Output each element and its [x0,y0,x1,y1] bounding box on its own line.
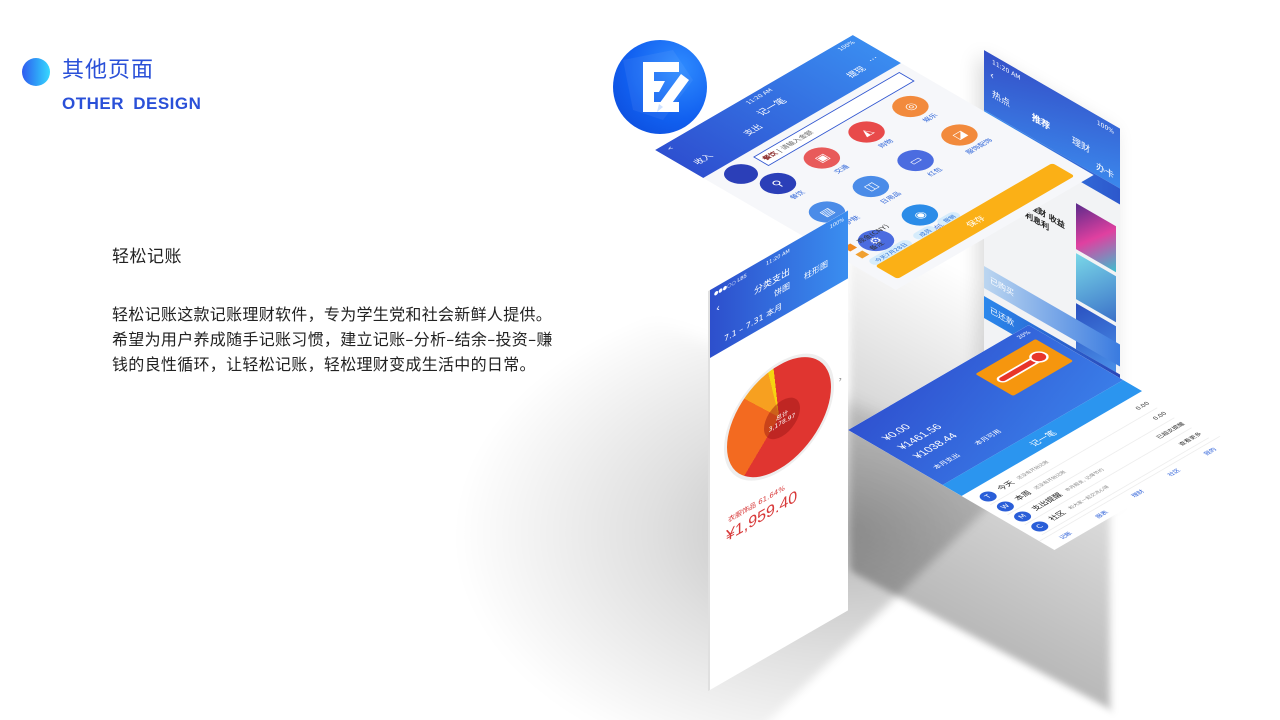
tab-recommend[interactable]: 推荐 [1032,112,1051,134]
battery-label: 100% [829,216,844,231]
thermometer-icon [975,339,1074,396]
tab-community[interactable]: 社区 [1166,468,1183,478]
app-description: 轻松记账这款记账理财软件，专为学生党和社会新鲜人提供。希望为用户养成随手记账习惯… [112,305,553,374]
community-icon: C [1027,519,1052,534]
date-range[interactable]: 7.1 – 7.31 本月 [724,301,783,344]
battery-label: 100% [1096,119,1114,137]
pencil-e-logo-icon [613,40,707,134]
bullet-dot-icon [22,58,50,86]
tab-finance[interactable]: 理财 [1130,489,1147,499]
tab-profile[interactable]: 我的 [1202,447,1219,457]
section-title-cn: 其他页面 [62,58,155,83]
back-icon[interactable]: ‹ [990,69,994,83]
app-name: 轻松记账 [112,247,182,267]
tab-bookkeeping[interactable]: 记账 [1057,531,1075,541]
status-time: 11:20 AM [992,58,1021,83]
pie-center: 总计 3,178.97 [764,390,800,447]
tab-expense[interactable]: 支出 [741,123,766,138]
back-icon[interactable]: < [665,145,676,152]
tab-reports[interactable]: 报表 [1093,510,1111,520]
withdraw-button[interactable]: 提现 [845,65,870,80]
more-icon[interactable]: ··· [866,55,883,65]
chevron-right-icon[interactable]: › [838,373,842,385]
tab-hot[interactable]: 热点 [992,89,1011,111]
battery-label: 100% [836,40,858,53]
back-icon[interactable]: ‹ [716,302,720,316]
pie-chart[interactable]: 总计 3,178.97 [724,330,834,504]
category-expense-screen: ●●●○○ LBS 11:20 AM 100% ‹ 分类支出 饼图 柱形图 7.… [710,210,848,690]
record-tabs: 收入 支出 [689,122,766,167]
pie-header: ●●●○○ LBS 11:20 AM 100% ‹ 分类支出 饼图 柱形图 7.… [710,210,848,358]
tab-finance[interactable]: 理财 [1072,135,1091,157]
tab-bar[interactable]: 柱形图 [804,258,828,282]
battery-label: 20% [1015,330,1033,341]
section-title-en: OTHER DESIGN [62,94,202,113]
tab-income[interactable]: 收入 [691,152,717,167]
carrier-label: ●●●○○ LBS [714,272,747,298]
